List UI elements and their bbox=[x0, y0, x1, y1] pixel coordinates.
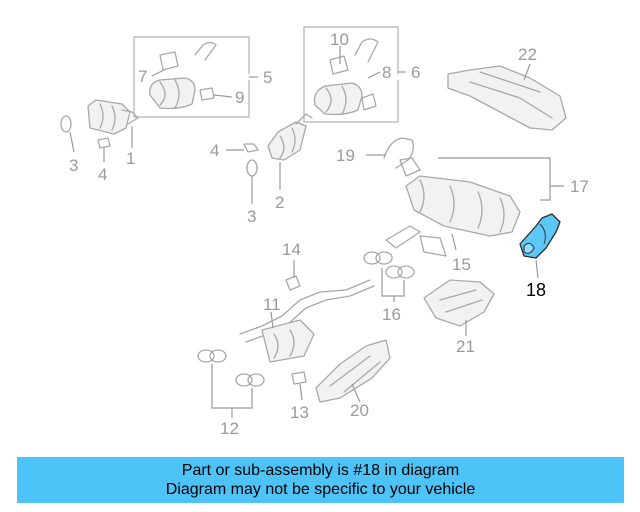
label-3b: 3 bbox=[247, 207, 256, 226]
heat-shield-21 bbox=[423, 279, 495, 327]
label-6: 6 bbox=[411, 63, 420, 82]
label-11: 11 bbox=[263, 295, 281, 314]
info-banner: Part or sub-assembly is #18 in diagram D… bbox=[17, 457, 624, 503]
label-8: 8 bbox=[382, 63, 391, 82]
subassembly-box-5 bbox=[133, 36, 258, 118]
pipe-19 bbox=[383, 137, 414, 169]
exhaust-parts-diagram: 1 2 3 3 4 4 5 6 7 8 9 10 11 12 13 14 15 … bbox=[60, 26, 589, 438]
subassembly-box-6 bbox=[303, 26, 406, 123]
heat-shield-20 bbox=[315, 339, 391, 403]
label-10: 10 bbox=[330, 30, 349, 49]
label-3a: 3 bbox=[69, 156, 78, 175]
banner-line-2: Diagram may not be specific to your vehi… bbox=[165, 481, 476, 498]
label-22: 22 bbox=[518, 45, 537, 64]
hanger-13 bbox=[291, 371, 307, 385]
leader-lines bbox=[69, 46, 564, 418]
label-20: 20 bbox=[350, 401, 369, 420]
label-7: 7 bbox=[138, 67, 147, 86]
label-17: 17 bbox=[570, 177, 589, 196]
label-14: 14 bbox=[282, 240, 301, 259]
label-4b: 4 bbox=[210, 141, 219, 160]
catalytic-converter-left bbox=[60, 99, 139, 149]
tailpipe-tip-18 bbox=[519, 213, 561, 259]
clamps-12 bbox=[197, 349, 265, 387]
label-12: 12 bbox=[220, 419, 239, 438]
part-labels: 1 2 3 3 4 4 5 6 7 8 9 10 11 12 13 14 15 … bbox=[69, 30, 589, 438]
intermediate-pipe bbox=[239, 279, 375, 363]
label-18-highlighted: 18 bbox=[526, 280, 546, 300]
label-1: 1 bbox=[126, 149, 135, 168]
label-2: 2 bbox=[275, 193, 284, 212]
heat-shield-22 bbox=[447, 65, 567, 131]
label-19: 19 bbox=[336, 146, 355, 165]
clamps-16 bbox=[363, 251, 415, 279]
label-9: 9 bbox=[235, 88, 244, 107]
label-4a: 4 bbox=[98, 165, 107, 184]
label-15: 15 bbox=[452, 255, 471, 274]
label-16: 16 bbox=[382, 305, 401, 324]
label-5: 5 bbox=[263, 68, 272, 87]
hanger-14 bbox=[285, 275, 301, 291]
banner-line-1: Part or sub-assembly is #18 in diagram bbox=[181, 462, 460, 479]
rear-muffler bbox=[385, 157, 521, 257]
label-13: 13 bbox=[290, 403, 309, 422]
catalytic-converter-center bbox=[243, 113, 313, 177]
label-21: 21 bbox=[456, 337, 475, 356]
